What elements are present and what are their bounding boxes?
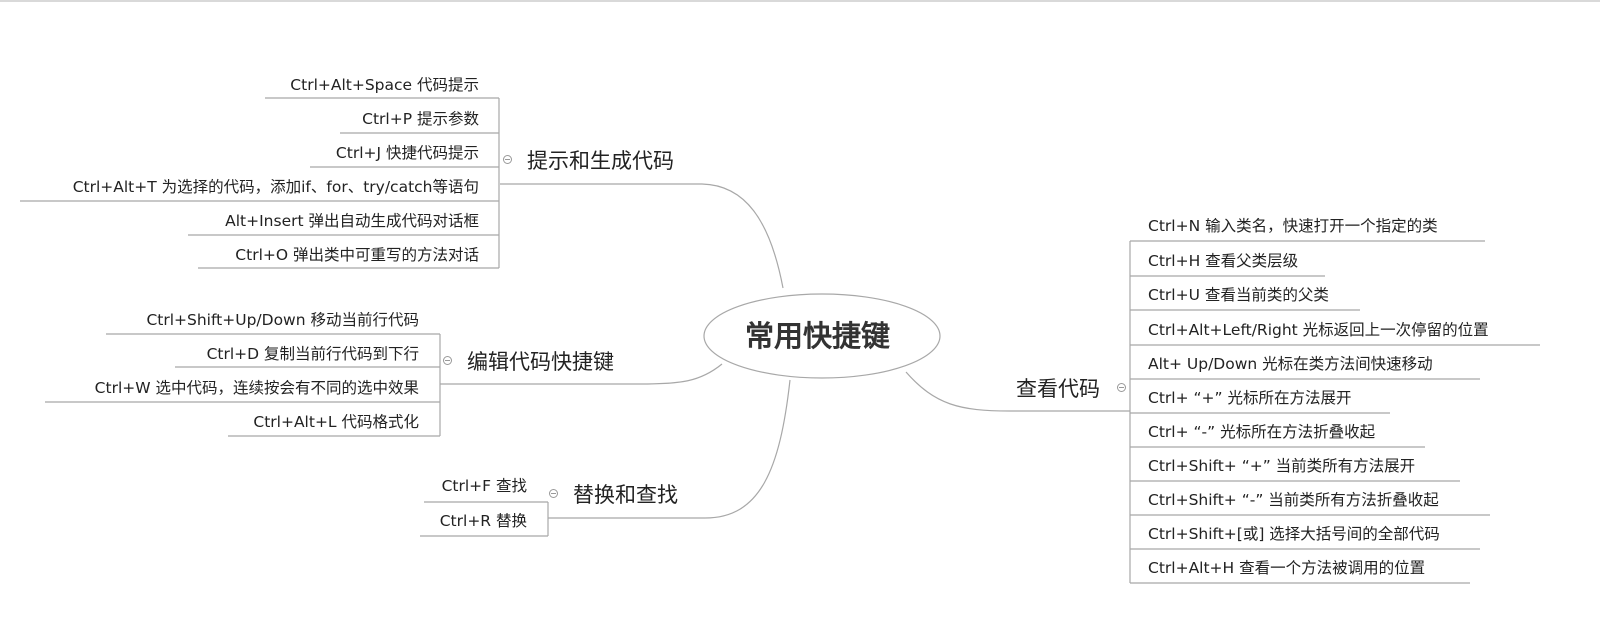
node-view-7[interactable]: Ctrl+Shift+ “+” 当前类所有方法展开 xyxy=(1148,457,1416,475)
node-replace-1[interactable]: Ctrl+R 替换 xyxy=(439,512,527,530)
branch-line-edit xyxy=(440,363,723,385)
node-hint-5[interactable]: Ctrl+O 弹出类中可重写的方法对话 xyxy=(235,246,479,264)
branch-line-hint xyxy=(500,183,784,289)
collapse-hint-icon[interactable] xyxy=(503,155,512,164)
node-view-0[interactable]: Ctrl+N 输入类名，快速打开一个指定的类 xyxy=(1148,217,1438,235)
branch-hint-label[interactable]: 提示和生成代码 xyxy=(527,149,674,173)
branch-replace-label[interactable]: 替换和查找 xyxy=(573,483,678,507)
node-edit-1[interactable]: Ctrl+D 复制当前行代码到下行 xyxy=(206,345,419,363)
center-topic[interactable]: 常用快捷键 xyxy=(745,319,891,353)
top-border xyxy=(0,0,1600,2)
node-view-5[interactable]: Ctrl+ “+” 光标所在方法展开 xyxy=(1148,389,1352,407)
node-edit-2[interactable]: Ctrl+W 选中代码，连续按会有不同的选中效果 xyxy=(94,379,419,397)
node-hint-3[interactable]: Ctrl+Alt+T 为选择的代码，添加if、for、try/catch等语句 xyxy=(72,178,479,196)
branch-edit-label[interactable]: 编辑代码快捷键 xyxy=(467,350,614,374)
node-edit-3[interactable]: Ctrl+Alt+L 代码格式化 xyxy=(253,413,419,431)
node-view-8[interactable]: Ctrl+Shift+ “-” 当前类所有方法折叠收起 xyxy=(1148,491,1439,509)
node-view-10[interactable]: Ctrl+Alt+H 查看一个方法被调用的位置 xyxy=(1148,559,1426,577)
node-edit-0[interactable]: Ctrl+Shift+Up/Down 移动当前行代码 xyxy=(146,311,419,329)
node-hint-2[interactable]: Ctrl+J 快捷代码提示 xyxy=(335,144,479,162)
center-ellipse xyxy=(703,293,941,379)
node-view-3[interactable]: Ctrl+Alt+Left/Right 光标返回上一次停留的位置 xyxy=(1148,321,1489,339)
collapse-replace-icon[interactable] xyxy=(549,489,558,498)
node-replace-0[interactable]: Ctrl+F 查找 xyxy=(441,477,527,495)
node-view-9[interactable]: Ctrl+Shift+[或] 选择大括号间的全部代码 xyxy=(1148,525,1440,543)
node-view-2[interactable]: Ctrl+U 查看当前类的父类 xyxy=(1148,286,1329,304)
collapse-edit-icon[interactable] xyxy=(443,356,452,365)
node-view-6[interactable]: Ctrl+ “-” 光标所在方法折叠收起 xyxy=(1148,423,1376,441)
branch-view-label[interactable]: 查看代码 xyxy=(1016,377,1100,401)
branch-line-replace xyxy=(548,379,791,519)
node-view-4[interactable]: Alt+ Up/Down 光标在类方法间快速移动 xyxy=(1148,355,1433,373)
branch-line-view xyxy=(905,371,1130,412)
node-hint-0[interactable]: Ctrl+Alt+Space 代码提示 xyxy=(290,76,479,94)
node-hint-1[interactable]: Ctrl+P 提示参数 xyxy=(362,110,479,128)
node-view-1[interactable]: Ctrl+H 查看父类层级 xyxy=(1148,252,1299,270)
node-hint-4[interactable]: Alt+Insert 弹出自动生成代码对话框 xyxy=(225,212,479,230)
collapse-view-icon[interactable] xyxy=(1117,383,1126,392)
